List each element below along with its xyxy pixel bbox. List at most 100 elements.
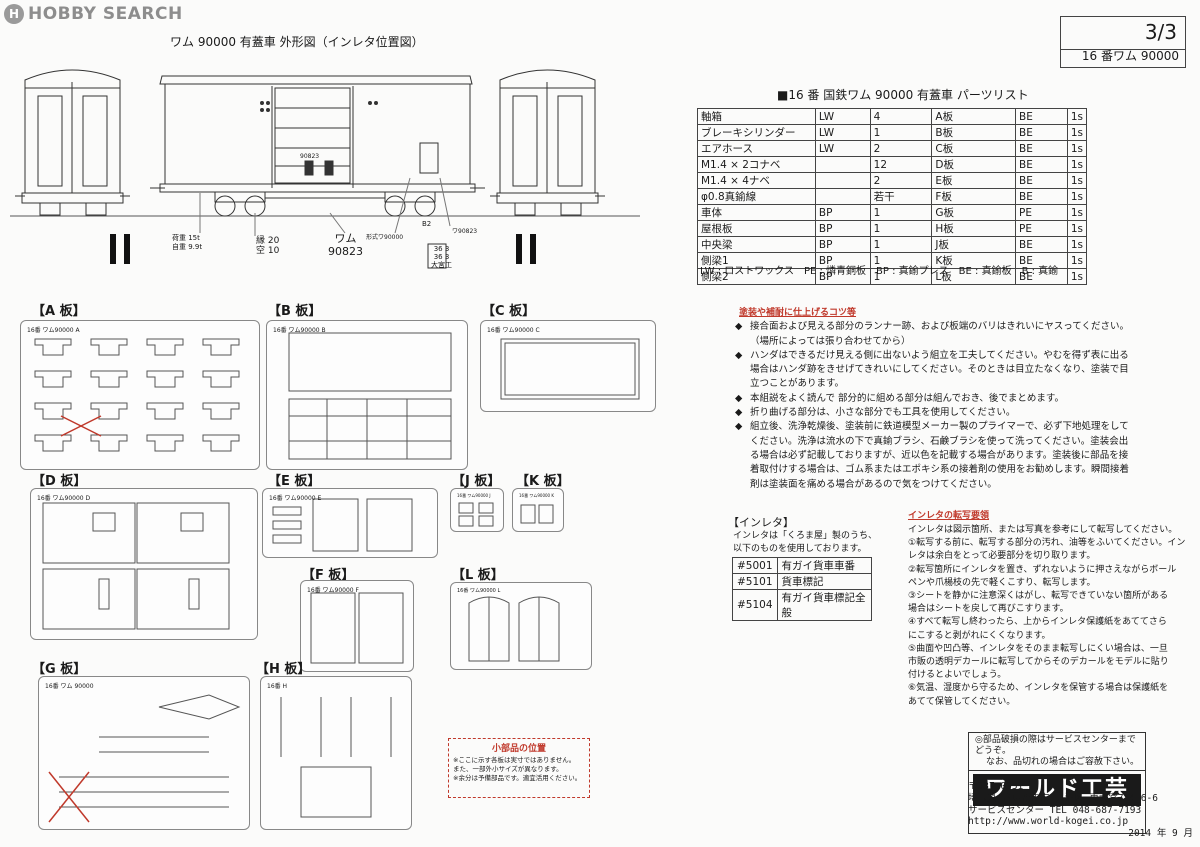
parts-cell: H板	[931, 220, 1016, 237]
drawing-title: ワム 90000 有蓋車 外形図（インレタ位置図）	[170, 35, 424, 49]
panel-f-label: 【F 板】	[302, 568, 355, 583]
logo-text: HOBBY SEARCH	[28, 4, 183, 24]
axlebox-part	[203, 403, 239, 419]
transfer-line: にこすると剥がれにくくなります。	[908, 630, 1051, 641]
type-mark-label: 形式ワ90000	[366, 234, 404, 241]
parts-cell: 車体	[697, 204, 816, 221]
parts-cell: BE	[1015, 188, 1068, 205]
parts-cell: LW	[814, 140, 871, 157]
note-item: ◆組立後、洗浄乾燥後、塗装前に鉄道模型メーカー製のプライマーで、必ず下地処理をし…	[735, 420, 1135, 491]
axlebox-part	[35, 403, 71, 419]
page-number-box: 3/3 16 番ワム 90000	[1060, 16, 1186, 68]
parts-cell: 1s	[1066, 236, 1088, 253]
parts-cell: PE	[1015, 204, 1068, 221]
panel-e: 16番 ワム90000 E	[262, 488, 438, 558]
parts-legend: LW : ロストワックス PE : 燐青銅板 BP : 真鍮プレス BE : 真…	[700, 266, 1059, 277]
parts-cell: C板	[931, 140, 1016, 157]
axlebox-part	[91, 371, 127, 387]
axlebox-part	[91, 339, 127, 355]
parts-cell: 1s	[1066, 108, 1088, 125]
parts-cell: M1.4 × 2コナベ	[697, 156, 816, 173]
transfer-line: ③シートを静かに注意深くはがし、転写できていない箇所がある	[908, 591, 1169, 602]
inreta-cell: #5101	[732, 573, 778, 590]
parts-cell: BE	[1015, 268, 1068, 285]
parts-cell: 1	[869, 236, 933, 253]
axlebox-part	[35, 371, 71, 387]
panel-j: 16番 ワム90000 J	[450, 488, 504, 532]
bullet-icon: ◆	[735, 392, 743, 404]
parts-cell: φ0.8真鍮線	[697, 188, 816, 205]
panel-a-label: 【A 板】	[32, 304, 86, 319]
parts-cell: BP	[814, 236, 871, 253]
logo-mark-icon: H	[4, 4, 24, 24]
transfer-line: ⑤曲面や凹凸等、インレタをそのまま転写しにくい場合は、一旦	[908, 643, 1168, 654]
panel-k-label: 【K 板】	[516, 474, 570, 489]
parts-cell: BP	[814, 204, 871, 221]
end-view-left	[15, 70, 130, 215]
note-item: ◆本組説をよく読んで 部分的に組める部分は組んでおき、後でまとめます。	[735, 392, 1135, 406]
axlebox-part	[147, 435, 183, 451]
panel-h: 16番 H	[260, 676, 412, 830]
parts-cell	[814, 156, 871, 173]
transfer-line: レタは余白をとって必要部分を切り取ります。	[908, 551, 1096, 562]
transfer-line: ①転写する前に、転写する部分の汚れ、油等をふいてください。イン	[908, 538, 1186, 549]
panel-l: 16番 ワム90000 L	[450, 582, 592, 670]
end-view-right	[490, 70, 605, 215]
parts-cell: 1	[869, 124, 933, 141]
parts-cell: 中央梁	[697, 236, 816, 253]
transfer-line: 付けるとよいでしょう。	[908, 670, 1007, 681]
parts-cell: BP	[814, 220, 871, 237]
page-subtitle: 16 番ワム 90000	[1081, 49, 1179, 63]
axlebox-part	[147, 403, 183, 419]
transfer-line: あてて保管してください。	[908, 696, 1016, 707]
note-item: ◆ハンダはできるだけ見える側に出ないよう組立を工夫してください。やむを得ず表に出…	[735, 349, 1135, 392]
inreta-description: インレタは「くろま屋」製のうち、以下のものを使用しております。	[733, 531, 878, 554]
b2-label: B2	[422, 220, 432, 228]
parts-cell: 屋根板	[697, 220, 816, 237]
panel-g-label: 【G 板】	[32, 662, 87, 677]
parts-cell: エアホース	[697, 140, 816, 157]
bullet-icon: ◆	[735, 349, 743, 361]
parts-cell: 4	[869, 108, 933, 125]
parts-cell	[814, 188, 871, 205]
note-item: ◆接合面および見える部分のランナー跡、および板端のバリはきれいにヤスってください…	[735, 320, 1135, 349]
company-name: ワールド工芸	[973, 774, 1141, 806]
panel-d-label: 【D 板】	[32, 474, 87, 489]
panel-d: 16番 ワム90000 D	[30, 488, 258, 640]
wagon-outline-drawing	[10, 48, 650, 273]
panel-c-label: 【C 板】	[482, 304, 536, 319]
page-number: 3/3	[1144, 20, 1177, 44]
bullet-icon: ◆	[735, 407, 743, 419]
parts-cell: BE	[1015, 156, 1068, 173]
parts-cell: E板	[931, 172, 1016, 189]
company-url: http://www.world-kogei.co.jp	[968, 816, 1129, 828]
small-number-label: ワ90823	[452, 228, 478, 235]
parts-cell: G板	[931, 204, 1016, 221]
inreta-cell: #5104	[732, 589, 778, 621]
parts-cell: F板	[931, 188, 1016, 205]
inreta-cell: #5001	[732, 557, 778, 574]
panel-g: 16番 ワム 90000	[38, 676, 250, 830]
panel-l-label: 【L 板】	[452, 568, 504, 583]
panel-j-label: 【J 板】	[452, 474, 501, 489]
transfer-line: 場合はシートを戻して再びこすります。	[908, 604, 1069, 615]
parts-cell: 1	[869, 268, 933, 285]
transfer-line: ④すべて転写し終わったら、上からインレタ保護紙をあててさら	[908, 617, 1167, 628]
panel-f: 16番 ワム90000 F	[300, 580, 414, 672]
parts-cell: 1s	[1066, 268, 1088, 285]
transfer-header: インレタの転写要領	[908, 511, 990, 521]
transfer-line: ②転写箇所にインレタを置き、ずれないように押さえながらボール	[908, 564, 1177, 575]
parts-cell: 1s	[1066, 252, 1088, 269]
axlebox-part	[147, 371, 183, 387]
panel-a: 16番 ワム90000 A	[20, 320, 260, 470]
